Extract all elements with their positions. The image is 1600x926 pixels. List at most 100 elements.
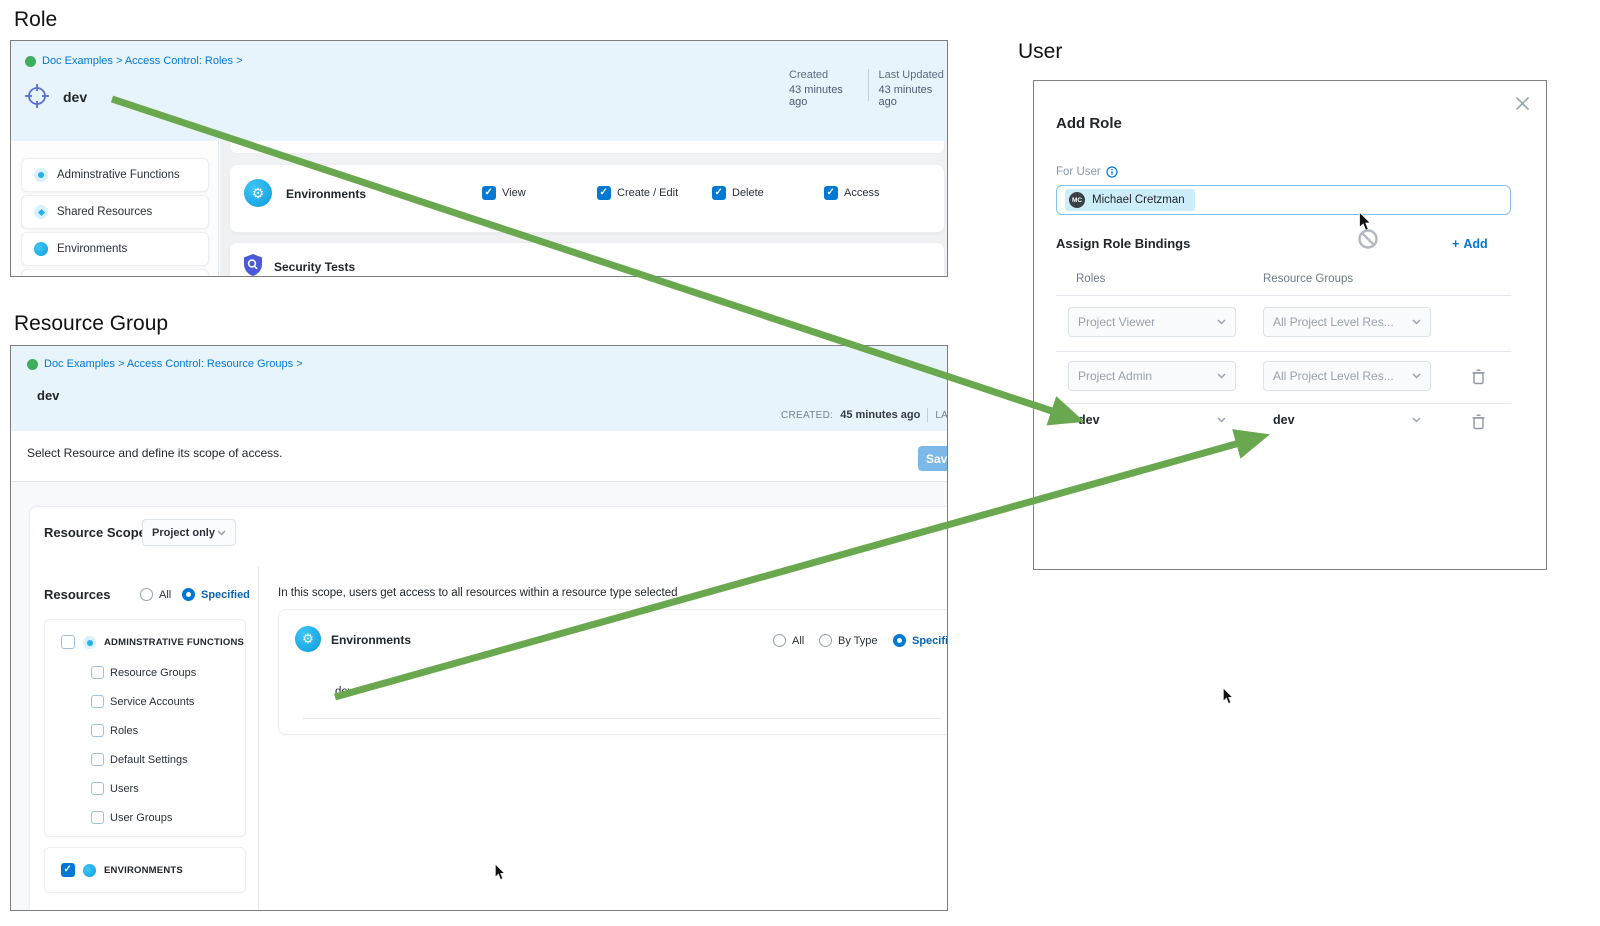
resource-group-meta: CREATED: 45 minutes ago LAST UPD xyxy=(781,408,947,422)
specified-resource-item[interactable]: dev xyxy=(335,686,354,698)
resources-all-option[interactable]: All xyxy=(140,588,171,601)
mouse-cursor xyxy=(1222,688,1234,705)
sidebar-item-shared-resources[interactable]: Shared Resources xyxy=(21,195,209,229)
scope-by-type-option[interactable]: By Type xyxy=(819,634,878,647)
child-users[interactable]: Users xyxy=(91,782,139,795)
role-select-2[interactable]: Project Admin xyxy=(1068,361,1236,391)
last-updated-label: Last Updated xyxy=(878,69,944,81)
environments-resource-icon: ⚙ xyxy=(295,626,321,652)
access-checkbox[interactable] xyxy=(824,186,838,200)
add-binding-button[interactable]: + Add xyxy=(1452,237,1488,251)
child-label: Roles xyxy=(110,724,139,737)
role-meta: Created 43 minutes ago Last Updated 43 m… xyxy=(789,69,947,108)
scope-specified-option[interactable]: Specified xyxy=(893,634,947,647)
child-default-settings[interactable]: Default Settings xyxy=(91,753,188,766)
scope-all-option[interactable]: All xyxy=(773,634,804,647)
user-input[interactable]: MC Michael Cretzman xyxy=(1056,185,1511,215)
role-select-1[interactable]: Project Viewer xyxy=(1068,307,1236,337)
resource-group-select-1[interactable]: All Project Level Res... xyxy=(1263,307,1431,337)
environments-group-checkbox[interactable] xyxy=(61,863,75,877)
child-service-accounts[interactable]: Service Accounts xyxy=(91,695,194,708)
delete-checkbox[interactable] xyxy=(712,186,726,200)
breadcrumb-text: Doc Examples > Access Control: Resource … xyxy=(44,358,303,370)
sidebar-item-partial[interactable] xyxy=(21,269,209,276)
service-accounts-checkbox[interactable] xyxy=(91,695,104,708)
perm-view[interactable]: View xyxy=(482,186,526,200)
resource-label: Environments xyxy=(331,633,412,647)
plus-icon: + xyxy=(1452,237,1460,251)
close-icon[interactable] xyxy=(1515,96,1530,111)
user-avatar: MC xyxy=(1069,192,1085,208)
group-label: ADMINSTRATIVE FUNCTIONS xyxy=(104,636,245,648)
environments-group-card[interactable]: ENVIRONMENTS xyxy=(44,847,246,893)
role-breadcrumb[interactable]: Doc Examples > Access Control: Roles > xyxy=(25,55,243,67)
child-label: Users xyxy=(110,782,139,795)
admin-functions-checkbox[interactable] xyxy=(61,635,75,649)
user-groups-checkbox[interactable] xyxy=(91,811,104,824)
users-checkbox[interactable] xyxy=(91,782,104,795)
info-icon[interactable] xyxy=(1106,166,1118,178)
sidebar-item-label: Adminstrative Functions xyxy=(57,169,180,181)
created-value: 45 minutes ago xyxy=(840,409,921,421)
roles-checkbox[interactable] xyxy=(91,724,104,737)
user-section-heading: User xyxy=(1018,40,1063,63)
resource-groups-column-header: Resource Groups xyxy=(1263,273,1354,285)
delete-binding-button-2[interactable] xyxy=(1469,367,1487,385)
resource-groups-checkbox[interactable] xyxy=(91,666,104,679)
resources-label: Resources xyxy=(44,587,111,602)
role-select-dev[interactable]: dev xyxy=(1078,413,1226,427)
chevron-down-icon xyxy=(217,529,226,536)
admin-functions-header[interactable]: ADMINSTRATIVE FUNCTIONS xyxy=(61,635,244,649)
resource-group-select-dev[interactable]: dev xyxy=(1273,413,1421,427)
environments-scope-card: ⚙ Environments All By Type Specified dev xyxy=(278,609,947,735)
child-label: Service Accounts xyxy=(110,695,195,708)
chevron-down-icon xyxy=(1217,417,1226,423)
environments-resource-icon: ⚙ xyxy=(244,179,272,207)
permission-row-security-tests: Security Tests xyxy=(229,242,945,276)
view-checkbox[interactable] xyxy=(482,186,496,200)
perm-delete[interactable]: Delete xyxy=(712,186,764,200)
perm-label: View xyxy=(502,187,526,199)
role-value: Project Admin xyxy=(1078,369,1153,383)
chevron-down-icon xyxy=(1412,373,1421,379)
specified-radio[interactable] xyxy=(893,634,906,647)
meta-divider xyxy=(867,69,869,101)
child-resource-groups[interactable]: Resource Groups xyxy=(91,666,196,679)
perm-create-edit[interactable]: Create / Edit xyxy=(597,186,678,200)
chevron-down-icon xyxy=(1217,373,1226,379)
add-label: Add xyxy=(1463,237,1488,251)
by-type-radio[interactable] xyxy=(819,634,832,647)
user-chip[interactable]: MC Michael Cretzman xyxy=(1065,189,1195,211)
all-radio[interactable] xyxy=(773,634,786,647)
delete-binding-button-3[interactable] xyxy=(1469,412,1487,430)
create-edit-checkbox[interactable] xyxy=(597,186,611,200)
sidebar-item-environments[interactable]: Environments xyxy=(21,232,209,266)
meta-divider xyxy=(927,408,929,422)
child-user-groups[interactable]: User Groups xyxy=(91,811,172,824)
role-value: Project Viewer xyxy=(1078,315,1156,329)
resource-scope-select[interactable]: Project only xyxy=(142,519,236,546)
perm-label: Access xyxy=(844,187,880,199)
resources-specified-option[interactable]: Specified xyxy=(182,588,250,601)
sidebar-item-label: Shared Resources xyxy=(57,206,153,218)
radio-label: Specified xyxy=(201,588,250,601)
row-divider xyxy=(1056,403,1511,404)
default-settings-checkbox[interactable] xyxy=(91,753,104,766)
save-button[interactable]: Sav xyxy=(918,446,947,471)
group-label: ENVIRONMENTS xyxy=(104,864,183,876)
row-divider xyxy=(1056,351,1511,352)
assign-role-bindings-label: Assign Role Bindings xyxy=(1056,236,1191,251)
sidebar-item-administrative-functions[interactable]: Adminstrative Functions xyxy=(21,158,209,192)
last-updated-value: 43 minutes ago xyxy=(878,84,933,108)
role-value: dev xyxy=(1078,413,1100,427)
resource-group-breadcrumb[interactable]: Doc Examples > Access Control: Resource … xyxy=(27,358,303,370)
child-roles[interactable]: Roles xyxy=(91,724,138,737)
security-tests-icon xyxy=(244,254,262,276)
perm-access[interactable]: Access xyxy=(824,186,879,200)
child-label: Resource Groups xyxy=(110,666,197,679)
all-radio[interactable] xyxy=(140,588,153,601)
specified-radio[interactable] xyxy=(182,588,195,601)
resource-group-select-2[interactable]: All Project Level Res... xyxy=(1263,361,1431,391)
perm-label: Delete xyxy=(732,187,764,199)
